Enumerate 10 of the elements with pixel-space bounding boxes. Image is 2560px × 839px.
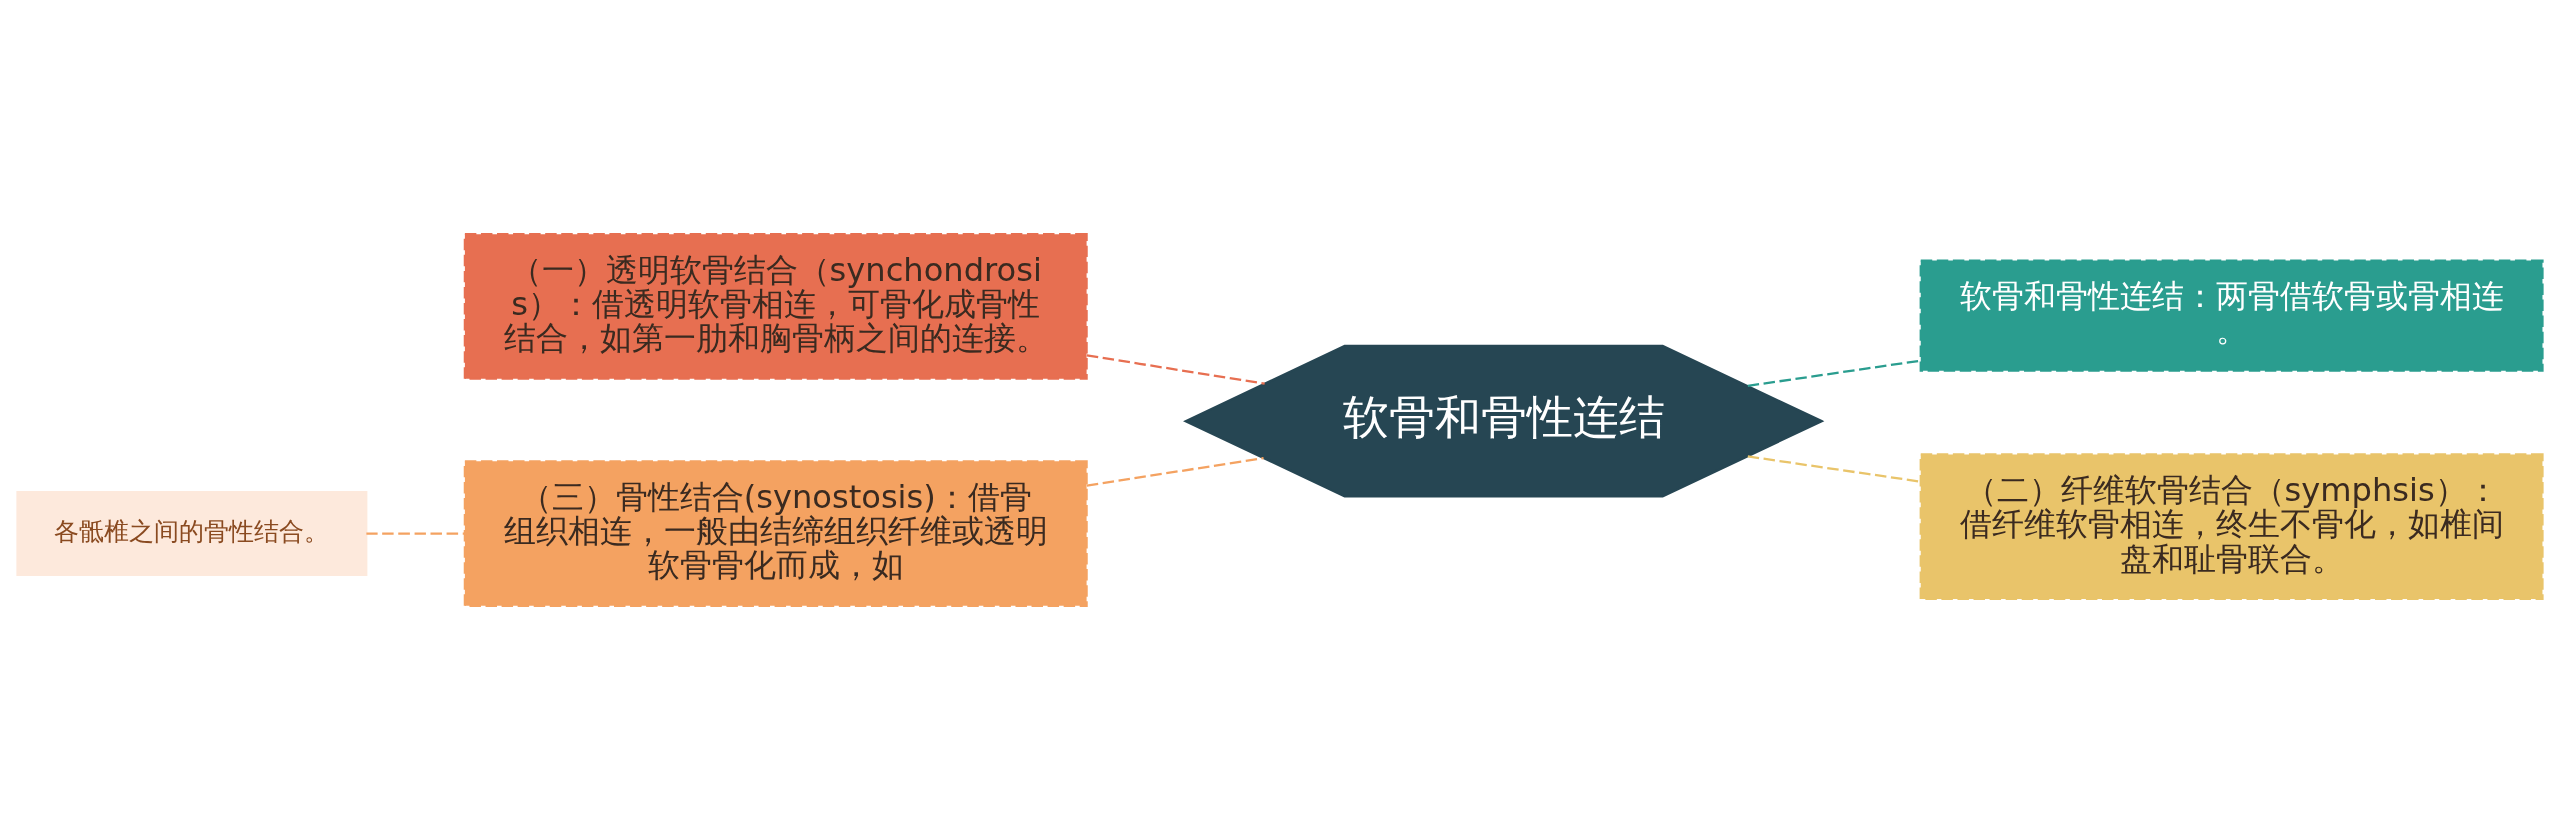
connector (1747, 454, 1921, 483)
node-box: （三）骨性结合(synostosis)：借骨组织相连，一般由结缔组织纤维或透明软骨骨化而成，如 (463, 459, 1088, 607)
node-box: （一）透明软骨结合（synchondrosis）：借透明软骨相连，可骨化成骨性结合，如第一肋和胸骨柄之间的连接。 (463, 232, 1088, 380)
connector (366, 531, 465, 535)
connector (1086, 353, 1265, 385)
connector (1747, 359, 1921, 387)
node-box: （二）纤维软骨结合（symphsis）：借纤维软骨相连，终生不骨化，如椎间盘和耻骨联合。 (1919, 452, 2544, 600)
connector (1086, 456, 1264, 487)
node-box: 软骨和骨性连结：两骨借软骨或骨相连。 (1919, 258, 2544, 372)
node-box: 各骶椎之间的骨性结合。 (16, 490, 368, 576)
